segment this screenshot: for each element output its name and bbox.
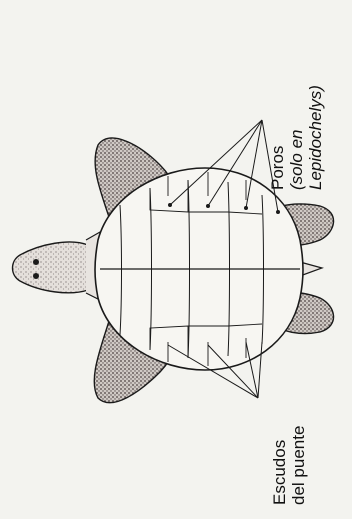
bridge-scutes-label: Escudos del puente xyxy=(270,426,308,505)
head xyxy=(13,242,89,293)
bridge-scutes-label-line1: Escudos xyxy=(270,426,289,505)
pores-label-line1: Poros xyxy=(268,85,287,190)
pores-label: Poros (solo en Lepidochelys) xyxy=(268,85,325,190)
bridge-scutes-label-line2: del puente xyxy=(289,426,308,505)
pores-label-line3: Lepidochelys) xyxy=(306,85,325,190)
pores-label-line2: (solo en xyxy=(287,85,306,190)
